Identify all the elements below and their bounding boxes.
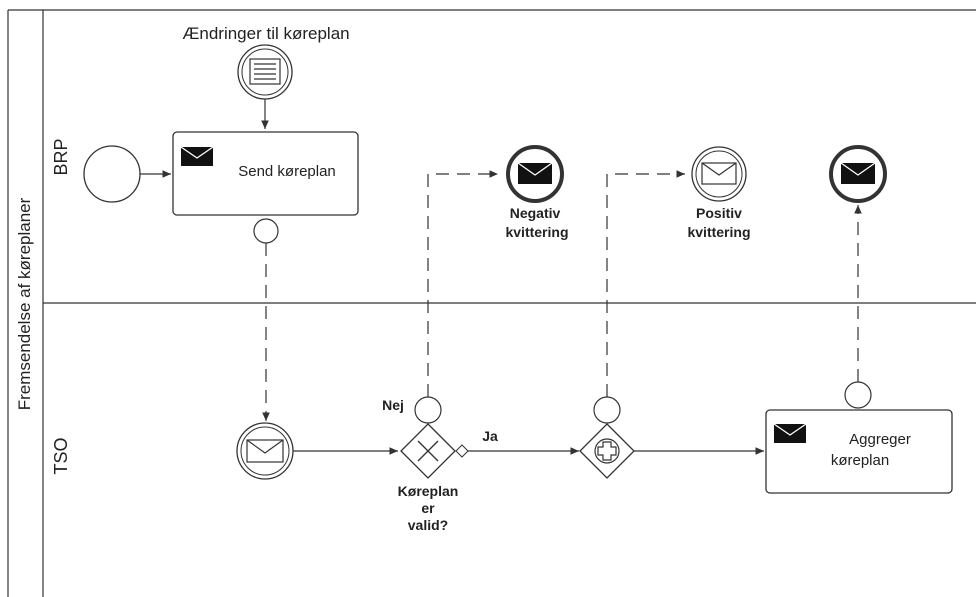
receive-message-event[interactable]: [236, 422, 294, 480]
send-envelope-icon: [180, 146, 214, 166]
gateway-question-line2: er: [421, 500, 435, 516]
gateway-no-marker: [414, 396, 442, 424]
end-envelope-icon: [840, 162, 876, 184]
pool-label: Fremsendelse af køreplaner: [15, 197, 34, 410]
parallel-gateway[interactable]: [579, 423, 635, 479]
message-flow-positive: [606, 170, 685, 397]
data-input-event[interactable]: Ændringer til køreplan: [182, 24, 350, 100]
exclusive-gateway[interactable]: [400, 423, 456, 479]
negative-label-line2: kvittering: [505, 224, 568, 240]
positive-envelope-icon: [701, 162, 737, 185]
lane-label-brp: BRP: [51, 138, 71, 175]
gateway-no-label: Nej: [382, 397, 404, 413]
parallel-message-marker: [593, 396, 621, 424]
task-aggregate-line2: køreplan: [831, 452, 889, 469]
positive-label-line1: Positiv: [696, 205, 742, 221]
gateway-question-line1: Køreplan: [398, 483, 459, 499]
start-event[interactable]: [83, 145, 141, 203]
positive-receipt-event[interactable]: [691, 146, 747, 202]
send-message-marker: [253, 218, 279, 244]
task-send-label: Send køreplan: [238, 163, 336, 180]
negative-envelope-icon: [517, 162, 553, 184]
data-input-label: Ændringer til køreplan: [182, 24, 349, 43]
document-icon: [249, 58, 281, 85]
negative-receipt-event[interactable]: [506, 145, 564, 203]
end-message-event[interactable]: [829, 145, 887, 203]
task-send[interactable]: Send køreplan: [172, 131, 359, 216]
gateway-default-marker: [455, 444, 469, 458]
lane-label-tso: TSO: [51, 437, 71, 474]
task-aggregate-line1: Aggreger: [849, 431, 911, 448]
message-flow-negative: [427, 170, 498, 397]
gateway-yes-label: Ja: [482, 428, 498, 444]
negative-label-line1: Negativ: [510, 205, 561, 221]
aggregate-message-marker: [844, 381, 872, 409]
aggregate-envelope-icon: [773, 423, 807, 443]
envelope-icon: [246, 439, 284, 463]
task-aggregate[interactable]: Aggreger køreplan: [765, 409, 953, 494]
positive-label-line2: kvittering: [687, 224, 750, 240]
gateway-question-line3: valid?: [408, 517, 448, 533]
pool: Fremsendelse af køreplaner: [7, 9, 976, 597]
